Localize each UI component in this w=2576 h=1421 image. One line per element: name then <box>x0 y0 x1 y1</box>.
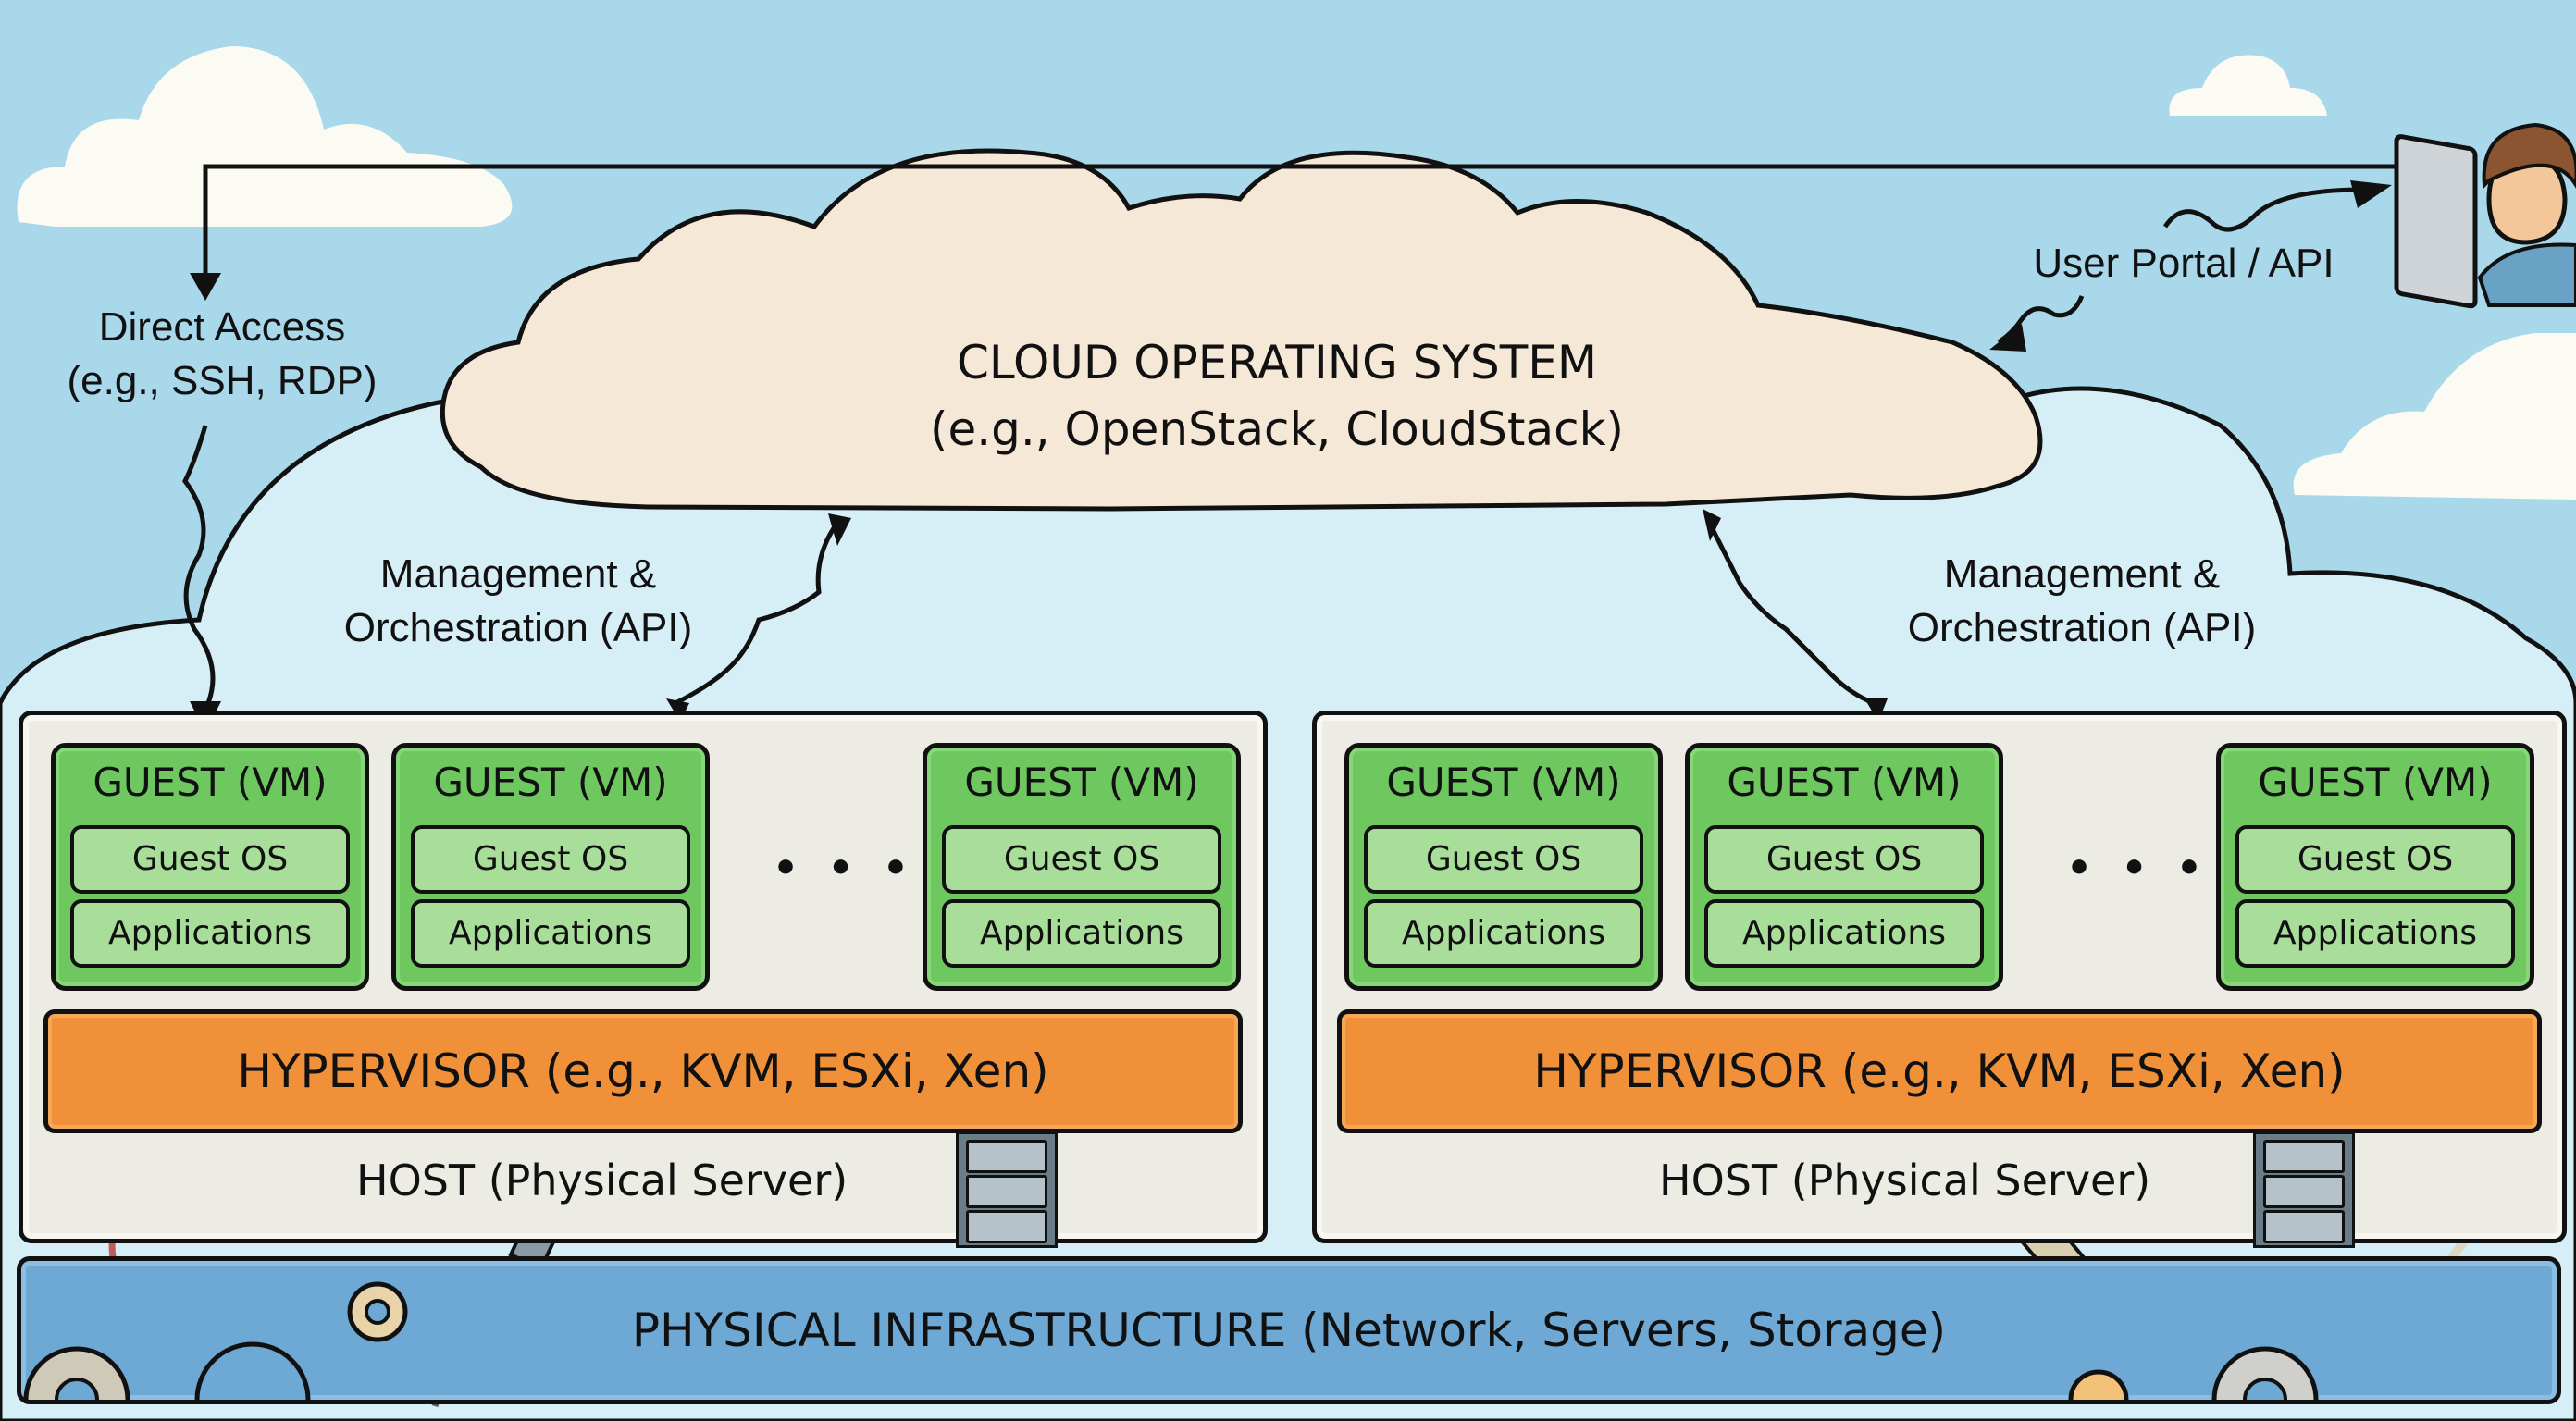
direct-access-line <box>203 164 2396 278</box>
physical-infrastructure-bar: PHYSICAL INFRASTRUCTURE (Network, Server… <box>17 1256 2561 1404</box>
guest-applications: Applications <box>1364 899 1643 968</box>
guest-os: Guest OS <box>1364 825 1643 894</box>
guest-vm-title: GUEST (VM) <box>1727 760 1962 805</box>
server-rack-icon <box>2253 1131 2355 1248</box>
guest-applications: Applications <box>70 899 350 968</box>
guest-applications: Applications <box>942 899 1221 968</box>
user-portal-label: User Portal / API <box>2033 241 2334 286</box>
sky-cloud-left <box>17 46 513 227</box>
infrastructure-label: PHYSICAL INFRASTRUCTURE (Network, Server… <box>631 1304 1947 1357</box>
mgmt-arrow-right-head-bottom <box>1864 698 1888 722</box>
guest-applications: Applications <box>2235 899 2515 968</box>
mgmt-label-left: Management & Orchestration (API) <box>278 548 759 655</box>
server-rack-icon <box>956 1131 1058 1248</box>
cloud-os-title: CLOUD OPERATING SYSTEM <box>956 336 1598 389</box>
direct-access-label: Direct Access (e.g., SSH, RDP) <box>28 301 416 408</box>
direct-access-line2: (e.g., SSH, RDP) <box>67 358 378 403</box>
hypervisor-bar: HYPERVISOR (e.g., KVM, ESXi, Xen) <box>1337 1009 2542 1133</box>
direct-access-line1: Direct Access <box>98 304 346 350</box>
more-guests-ellipsis: • • • <box>773 845 917 892</box>
mgmt-arrow-right-head-top <box>1703 509 1721 541</box>
mgmt-label-right: Management & Orchestration (API) <box>1841 548 2322 655</box>
mgmt-arrow-left-head-top <box>828 513 851 546</box>
hypervisor-bar: HYPERVISOR (e.g., KVM, ESXi, Xen) <box>43 1009 1243 1133</box>
cloud-os-subtitle: (e.g., OpenStack, CloudStack) <box>929 402 1625 456</box>
mgmt-right-line1: Management & <box>1943 551 2221 597</box>
guest-vm-title: GUEST (VM) <box>2258 760 2493 805</box>
guest-applications: Applications <box>1704 899 1984 968</box>
guest-vm: GUEST (VM) Guest OS Applications <box>391 743 710 991</box>
host-1: GUEST (VM) Guest OS Applications GUEST (… <box>19 710 1268 1248</box>
direct-access-arrowhead <box>190 273 221 301</box>
mgmt-left-line1: Management & <box>379 551 657 597</box>
user-portal-squiggle-top <box>2162 187 2365 232</box>
guest-os: Guest OS <box>2235 825 2515 894</box>
guest-os: Guest OS <box>942 825 1221 894</box>
gears-icon <box>23 1281 2319 1400</box>
guest-vm: GUEST (VM) Guest OS Applications <box>1344 743 1663 991</box>
mgmt-arrow-right <box>1704 516 1875 706</box>
guest-vm: GUEST (VM) Guest OS Applications <box>1685 743 2003 991</box>
host-label: HOST (Physical Server) <box>356 1155 848 1205</box>
guest-vm: GUEST (VM) Guest OS Applications <box>923 743 1241 991</box>
mgmt-right-line2: Orchestration (API) <box>1907 605 2257 650</box>
guest-vm: GUEST (VM) Guest OS Applications <box>2216 743 2534 991</box>
guest-os: Guest OS <box>1704 825 1984 894</box>
host-2: GUEST (VM) Guest OS Applications GUEST (… <box>1312 710 2567 1248</box>
guest-vm-title: GUEST (VM) <box>964 760 1199 805</box>
mgmt-arrow-left <box>674 521 840 706</box>
user-at-computer-icon <box>2394 122 2576 309</box>
user-portal-arrowhead-bottom <box>1989 324 2026 352</box>
more-guests-ellipsis: • • • <box>2066 845 2211 892</box>
guest-vm-title: GUEST (VM) <box>1386 760 1621 805</box>
direct-access-squiggle <box>182 425 216 704</box>
guest-os: Guest OS <box>411 825 690 894</box>
mgmt-arrow-left-head-bottom <box>666 698 689 722</box>
guest-vm: GUEST (VM) Guest OS Applications <box>51 743 369 991</box>
mgmt-left-line2: Orchestration (API) <box>343 605 693 650</box>
sky-cloud-right <box>2293 333 2576 500</box>
sky-cloud-top-right <box>2169 55 2327 116</box>
guest-os: Guest OS <box>70 825 350 894</box>
guest-vm-title: GUEST (VM) <box>93 760 328 805</box>
guest-vm-title: GUEST (VM) <box>433 760 668 805</box>
host-label: HOST (Physical Server) <box>1659 1155 2151 1205</box>
guest-applications: Applications <box>411 899 690 968</box>
user-portal-squiggle-bottom <box>1997 295 2085 345</box>
cloud-os-shape <box>440 148 2043 512</box>
user-portal-arrowhead-top <box>2350 180 2392 208</box>
